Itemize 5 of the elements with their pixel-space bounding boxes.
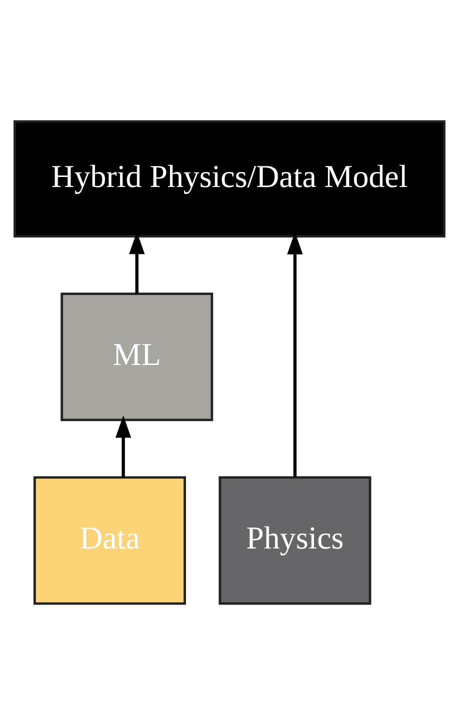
node-box: Hybrid Physics/Data Model — [14, 120, 446, 238]
node-box: ML — [60, 292, 214, 421]
node-box: Data — [34, 476, 186, 604]
node-box: Physics — [218, 476, 372, 604]
arrow — [115, 414, 132, 477]
